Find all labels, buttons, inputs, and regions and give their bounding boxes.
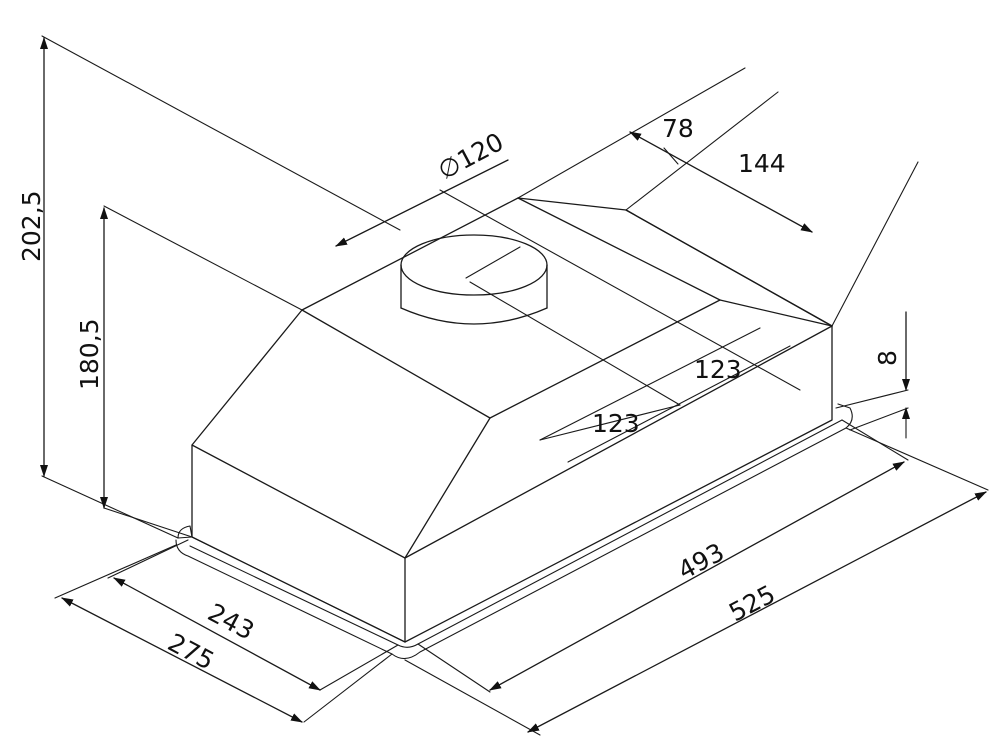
collar-top bbox=[400, 234, 548, 296]
top-inner-line bbox=[539, 327, 761, 441]
front-slope bbox=[191, 309, 491, 559]
dim-line-525 bbox=[527, 491, 987, 733]
dim-line-243 bbox=[113, 577, 321, 691]
dim-line-275 bbox=[61, 597, 303, 723]
label-outer-width: 525 bbox=[724, 579, 780, 627]
dimension-labels: 202,5 180,5 ∅120 78 144 123 123 8 493 52… bbox=[17, 114, 902, 676]
extension-lines bbox=[41, 35, 989, 736]
dim-line-diameter bbox=[335, 159, 509, 247]
top-diagonal bbox=[517, 197, 721, 301]
outlet-collar bbox=[400, 234, 548, 325]
label-overall-height: 202,5 bbox=[17, 190, 46, 262]
dimension-lines bbox=[40, 37, 987, 733]
label-outlet-offset-depth: 78 bbox=[662, 114, 694, 143]
label-inner-width: 493 bbox=[673, 537, 729, 585]
hood-body bbox=[191, 197, 833, 643]
label-inner-depth: 243 bbox=[203, 598, 259, 646]
label-flange-thickness: 8 bbox=[873, 350, 902, 366]
label-outer-depth: 275 bbox=[163, 628, 219, 676]
label-offset-1: 123 bbox=[694, 355, 742, 384]
dim-line-144 bbox=[629, 131, 813, 233]
top-back-edge bbox=[301, 197, 833, 327]
top-ridge bbox=[489, 299, 721, 419]
label-outlet-diameter: ∅120 bbox=[433, 127, 508, 185]
right-slope-edge bbox=[719, 299, 833, 327]
label-offset-2: 123 bbox=[592, 409, 640, 438]
label-body-height: 180,5 bbox=[75, 318, 104, 390]
label-outlet-offset-width: 144 bbox=[738, 149, 786, 178]
